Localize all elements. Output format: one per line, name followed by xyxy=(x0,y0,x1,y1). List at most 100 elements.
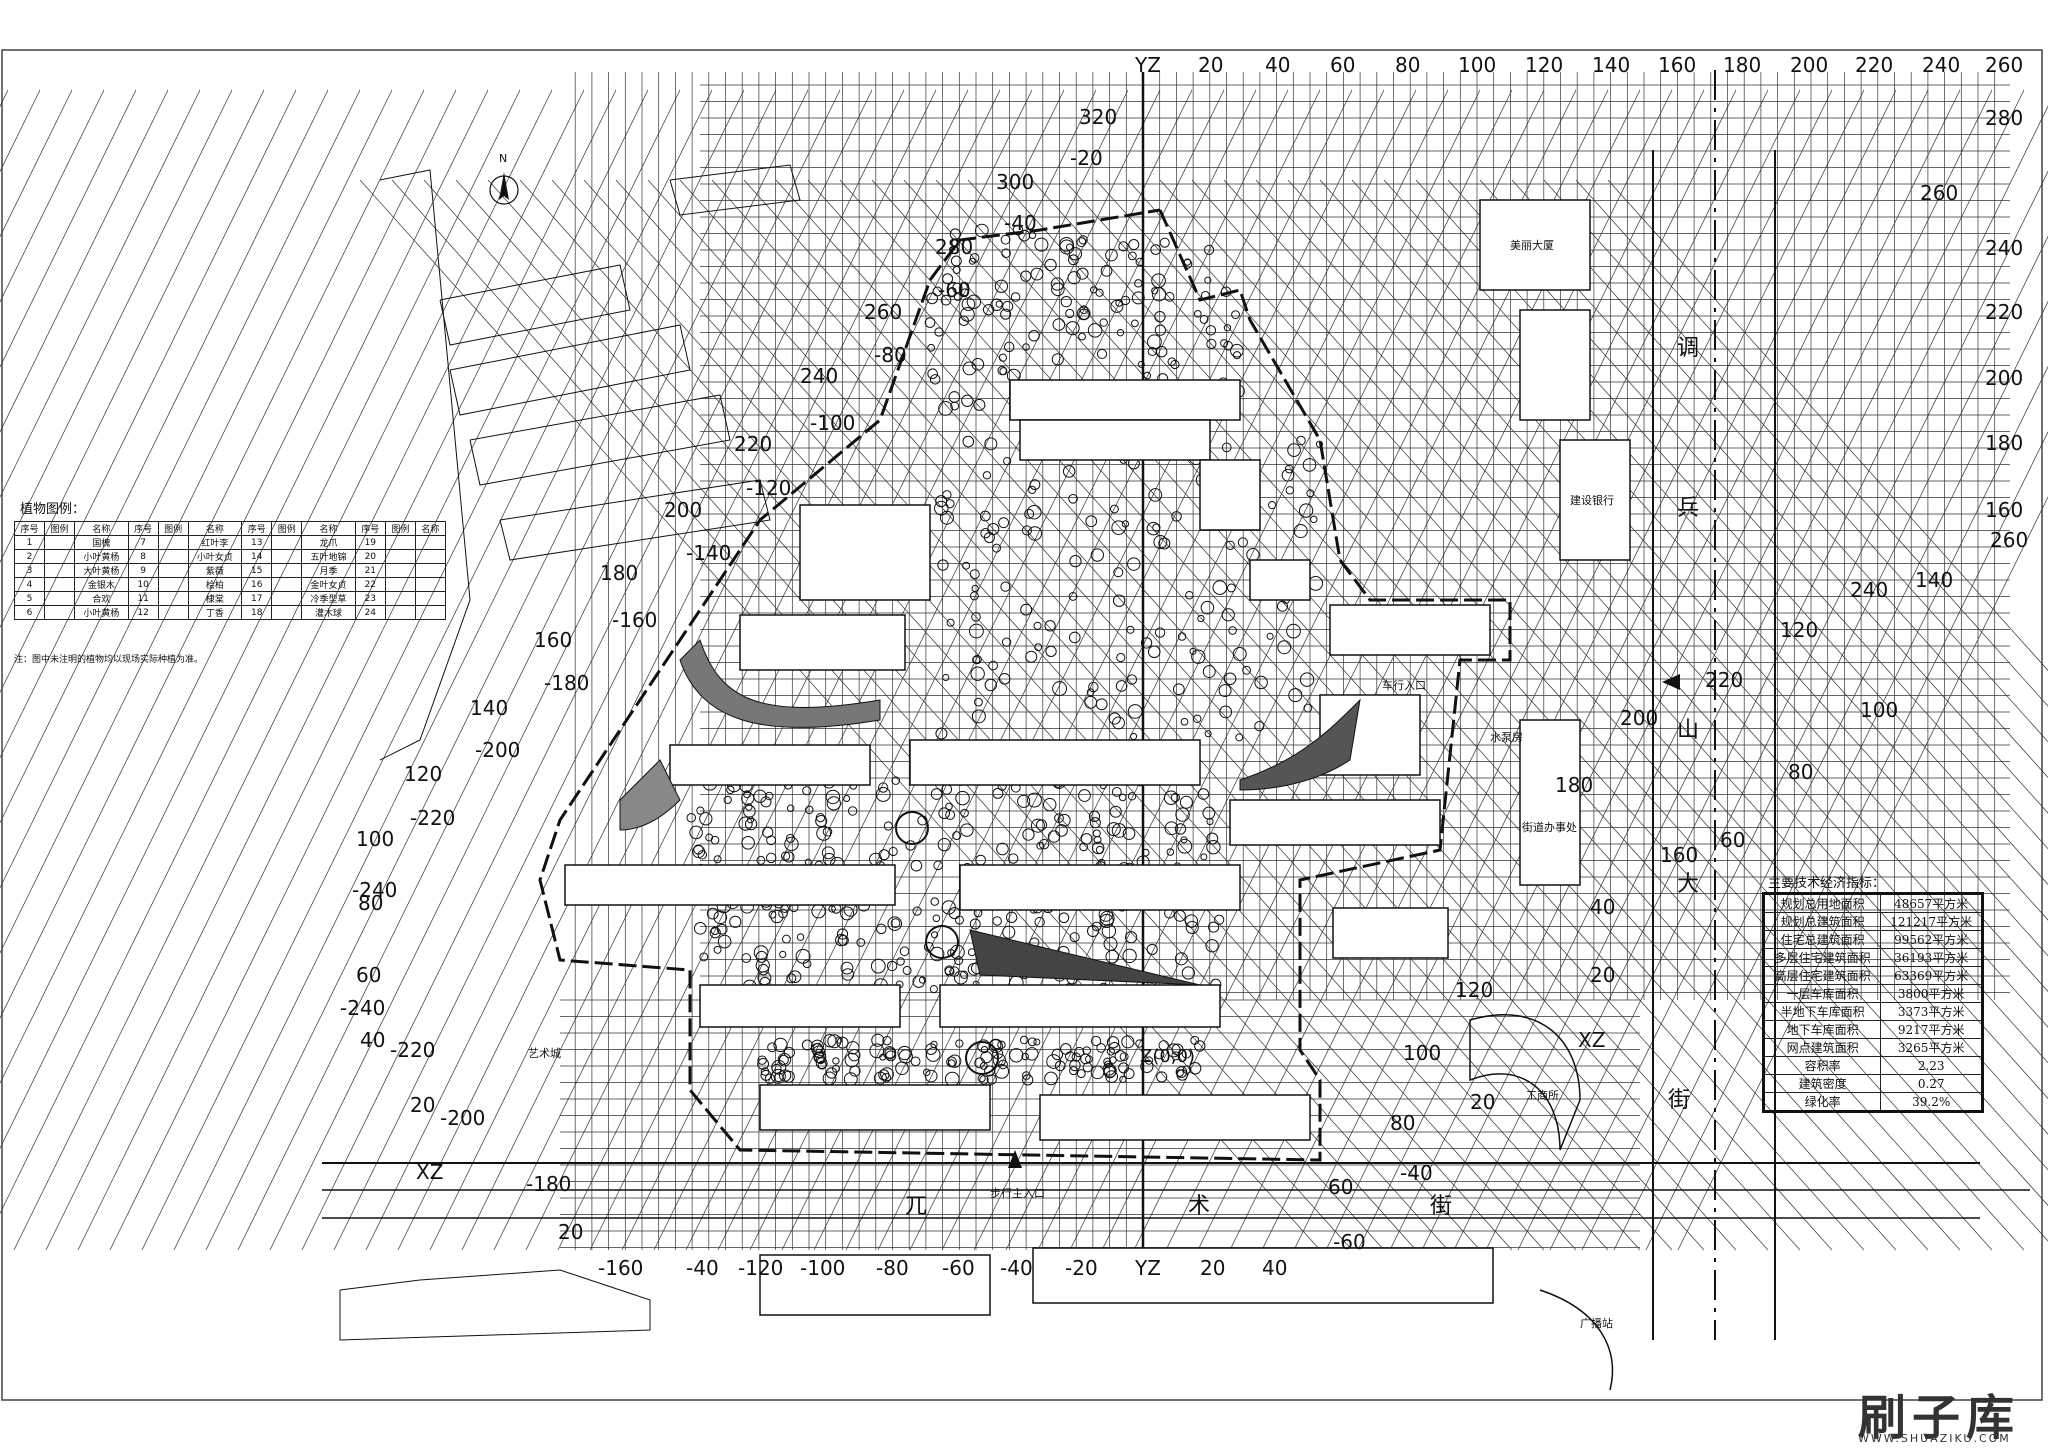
tree-symbol xyxy=(1062,465,1076,478)
tree-symbol xyxy=(1111,520,1126,535)
tree-symbol xyxy=(741,791,755,806)
tree-symbol xyxy=(1152,523,1161,532)
legend-cell: 冷季型草 xyxy=(301,591,356,606)
diag-line-b xyxy=(743,179,1705,1251)
legend-cell: 10 xyxy=(127,577,159,592)
tree-symbol xyxy=(1003,457,1012,466)
tree-symbol xyxy=(765,852,777,864)
watermark-logo: 刷子库 xyxy=(1858,1390,2021,1446)
diag-line-b xyxy=(1447,179,2048,850)
tree-symbol xyxy=(753,789,767,803)
legend-cell: 小叶黄杨 xyxy=(74,605,129,620)
legend-cell: 12 xyxy=(127,605,159,620)
tree-symbol xyxy=(910,1056,921,1067)
tree-symbol xyxy=(1069,932,1080,943)
tree-symbol xyxy=(1060,1043,1072,1055)
grid-top-label: 200 xyxy=(1790,53,1829,77)
tree-symbol xyxy=(929,984,938,994)
tree-symbol xyxy=(930,788,943,800)
grid-top-label: 60 xyxy=(1330,53,1356,77)
diagonal-upper-label: 20 xyxy=(558,1220,584,1244)
grid-right-label: 220 xyxy=(1985,300,2024,324)
diagonal-upper-label: 20 xyxy=(410,1093,436,1117)
tree-symbol xyxy=(971,709,986,724)
diagonal-upper-label: 200 xyxy=(664,498,703,522)
tree-symbol xyxy=(1010,292,1021,302)
tree-symbol xyxy=(1293,524,1308,539)
tree-symbol xyxy=(1095,288,1104,297)
tree-symbol xyxy=(1025,650,1038,663)
tree-symbol xyxy=(968,257,976,265)
tree-symbol xyxy=(1315,440,1324,448)
diagonal-upper-neg-label: -60 xyxy=(938,278,971,302)
tree-symbol xyxy=(705,833,714,842)
tree-symbol xyxy=(1171,1051,1181,1061)
tree-symbol xyxy=(1043,797,1057,812)
tree-symbol xyxy=(1000,308,1012,320)
tree-symbol xyxy=(997,1040,1006,1049)
diagonal-upper-label: 100 xyxy=(356,827,395,851)
tree-symbol xyxy=(882,1036,892,1046)
east-street-char-1: 调 xyxy=(1677,336,1700,361)
building-a4 xyxy=(909,739,1201,786)
legend-note: 注：图中未注明的植物均以现场实际种植为准。 xyxy=(14,655,204,665)
diag-line-a xyxy=(0,89,41,173)
grid-top-label: 240 xyxy=(1922,53,1961,77)
tree-symbol xyxy=(738,816,753,831)
tree-symbol xyxy=(1021,525,1032,536)
tree-symbol xyxy=(1181,966,1195,980)
tree-symbol xyxy=(984,437,998,451)
diag-line-b xyxy=(1479,179,2048,814)
tree-symbol xyxy=(832,1057,840,1065)
diagonal-right-label: 140 xyxy=(1915,568,1954,592)
tree-symbol xyxy=(1068,631,1081,644)
tree-symbol xyxy=(1002,925,1016,939)
tree-symbol xyxy=(1197,788,1210,800)
tree-symbol xyxy=(1055,824,1068,837)
tree-symbol xyxy=(1088,810,1101,822)
tree-symbol xyxy=(1127,792,1137,801)
tech-cell: 网点建筑面积 xyxy=(1762,1038,1882,1057)
building-a7 xyxy=(799,504,931,601)
diagonal-upper-neg-label: -100 xyxy=(810,411,856,435)
tree-symbol xyxy=(988,660,998,671)
tree-symbol xyxy=(755,950,768,963)
tree-symbol xyxy=(1130,732,1138,740)
tree-symbol xyxy=(840,906,855,921)
tree-symbol xyxy=(875,787,891,802)
diag-line-b xyxy=(1319,179,2048,992)
tree-symbol xyxy=(998,673,1011,685)
legend-cell xyxy=(271,577,303,592)
legend-cell: 22 xyxy=(354,577,386,592)
north-label: N xyxy=(499,152,508,165)
legend-cell: 大叶黄杨 xyxy=(74,563,129,578)
legend-cell xyxy=(271,563,303,578)
tree-symbol xyxy=(980,527,991,539)
tree-symbol xyxy=(927,368,938,380)
diag-line-a xyxy=(1165,89,1737,1251)
legend-cell xyxy=(271,605,303,620)
tree-symbol xyxy=(1065,308,1075,319)
grid-bottom-label: -80 xyxy=(876,1256,909,1280)
diag-line-b xyxy=(807,179,1769,1251)
legend-cell: 2 xyxy=(13,549,46,564)
tree-symbol xyxy=(699,952,709,962)
tree-symbol xyxy=(723,795,732,805)
tree-symbol xyxy=(782,1070,795,1083)
grid-top-label: 180 xyxy=(1723,53,1762,77)
tree-symbol xyxy=(973,398,986,411)
tech-cell: 半地下车库面积 xyxy=(1762,1002,1882,1021)
tree-symbol xyxy=(1022,1071,1031,1080)
legend-cell: 24 xyxy=(354,605,386,620)
diagonal-right-label: 160 xyxy=(1660,843,1699,867)
tree-symbol xyxy=(1172,683,1185,696)
legend-cell xyxy=(384,563,416,578)
legend-cell: 图例 xyxy=(157,521,189,536)
grid-top-label: 220 xyxy=(1855,53,1894,77)
diagonal-lower-label: -40 xyxy=(1400,1161,1433,1185)
tree-symbol xyxy=(1065,321,1080,336)
tree-symbol xyxy=(1232,646,1247,661)
origin-label: Z(0,0) xyxy=(1140,1046,1196,1067)
